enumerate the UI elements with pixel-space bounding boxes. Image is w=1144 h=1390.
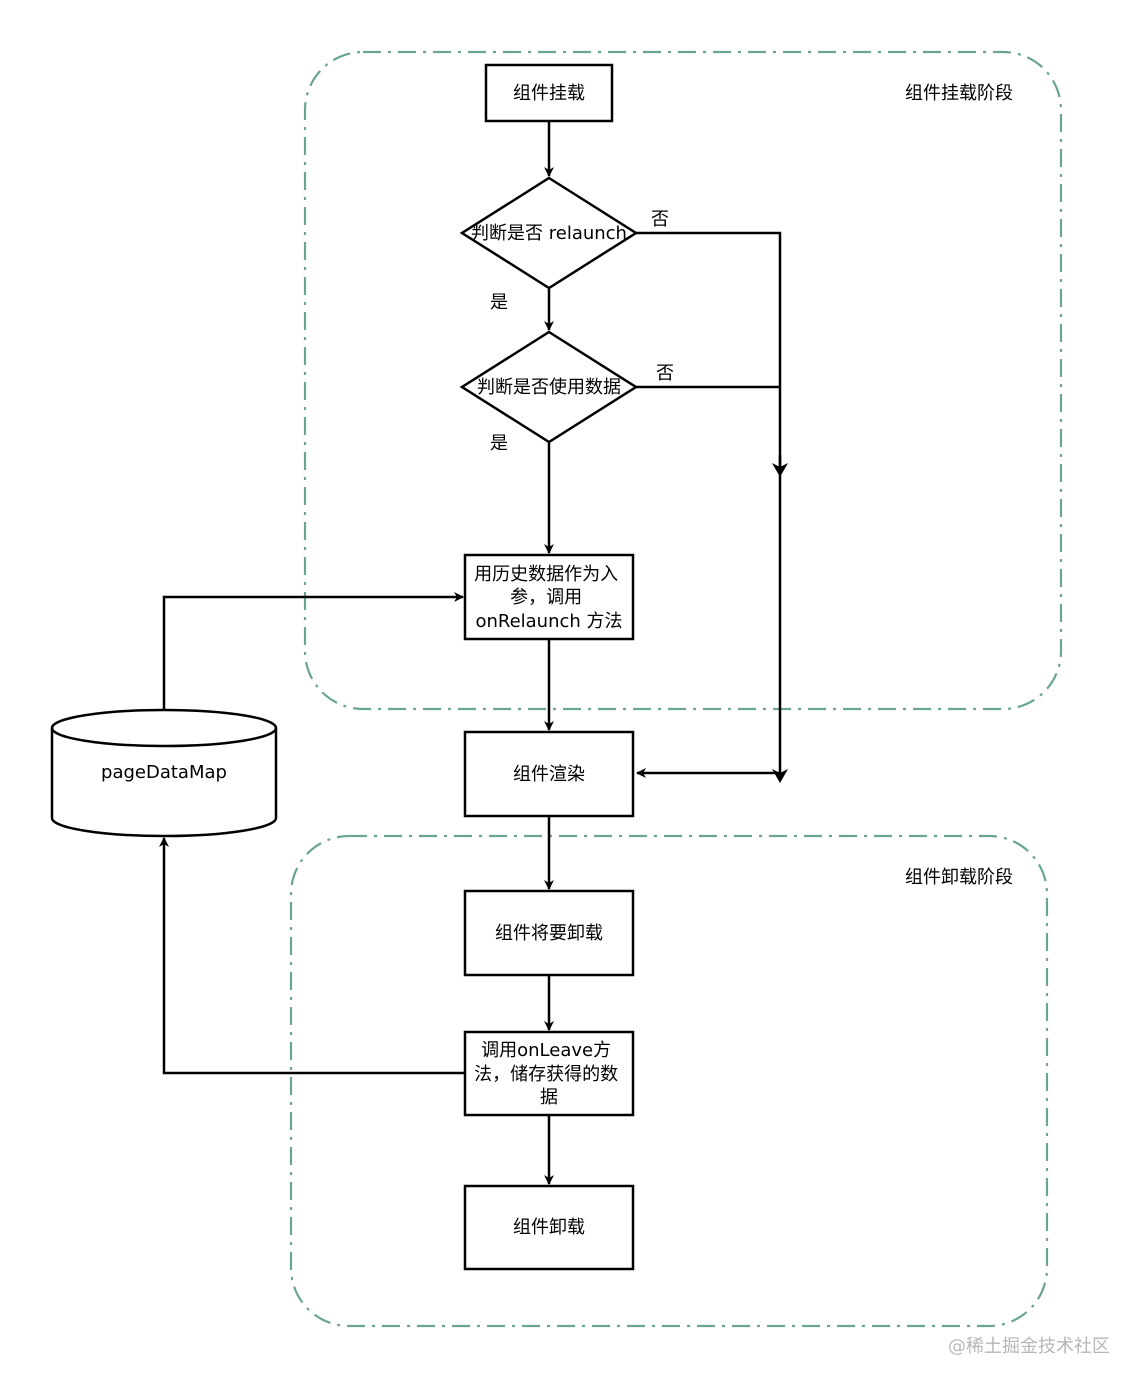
mount-phase-title: 组件挂载阶段 [905, 83, 1013, 104]
store-top [50, 708, 278, 748]
node-relaunch-call-line-2: 参，调用 [510, 587, 582, 608]
node-check-use-data-label: 判断是否使用数据 [477, 377, 621, 398]
node-will-unmount [463, 889, 635, 977]
node-check-relaunch-label: 判断是否 relaunch [471, 223, 627, 244]
label-relaunch-yes: 是 [490, 292, 508, 313]
label-relaunch-no: 否 [651, 209, 669, 230]
node-mount [484, 63, 614, 123]
node-relaunch-call-line-1: 用历史数据作为入 [474, 564, 618, 585]
watermark: @稀土掘金技术社区 [948, 1336, 1110, 1357]
unmount-phase-group [289, 834, 1049, 1328]
node-check-relaunch [459, 176, 639, 290]
node-will-unmount-label: 组件将要卸载 [495, 923, 603, 944]
label-use-data-no: 否 [656, 363, 674, 384]
node-relaunch-call-line-3: onRelaunch 方法 [475, 611, 622, 632]
node-leave-call-label: 调用onLeave方 法，储存获得的数 据 [474, 1040, 624, 1108]
store-body [50, 728, 278, 838]
node-leave-call-line-1: 调用onLeave方 [481, 1040, 611, 1061]
node-relaunch-call-label: 用历史数据作为入 参，调用 onRelaunch 方法 [474, 564, 624, 632]
node-unmount [463, 1184, 635, 1271]
node-leave-call [463, 1030, 635, 1117]
node-leave-call-line-2: 法，储存获得的数 [474, 1064, 618, 1085]
node-store [50, 708, 278, 838]
node-mount-label: 组件挂载 [513, 83, 585, 104]
edge-store-to-relaunch-call [162, 592, 464, 710]
unmount-phase-title: 组件卸载阶段 [905, 867, 1013, 888]
edge-leave-call-to-store [159, 837, 465, 1075]
node-render [463, 730, 635, 818]
node-render-label: 组件渲染 [513, 764, 585, 785]
node-relaunch-call [463, 553, 635, 641]
label-use-data-yes: 是 [490, 433, 508, 454]
node-store-label: pageDataMap [101, 762, 227, 783]
edge-relaunch-no [636, 231, 782, 470]
node-check-use-data [459, 330, 639, 444]
node-unmount-label: 组件卸载 [513, 1217, 585, 1238]
node-leave-call-line-3: 据 [540, 1087, 558, 1108]
mount-phase-group [303, 50, 1063, 711]
